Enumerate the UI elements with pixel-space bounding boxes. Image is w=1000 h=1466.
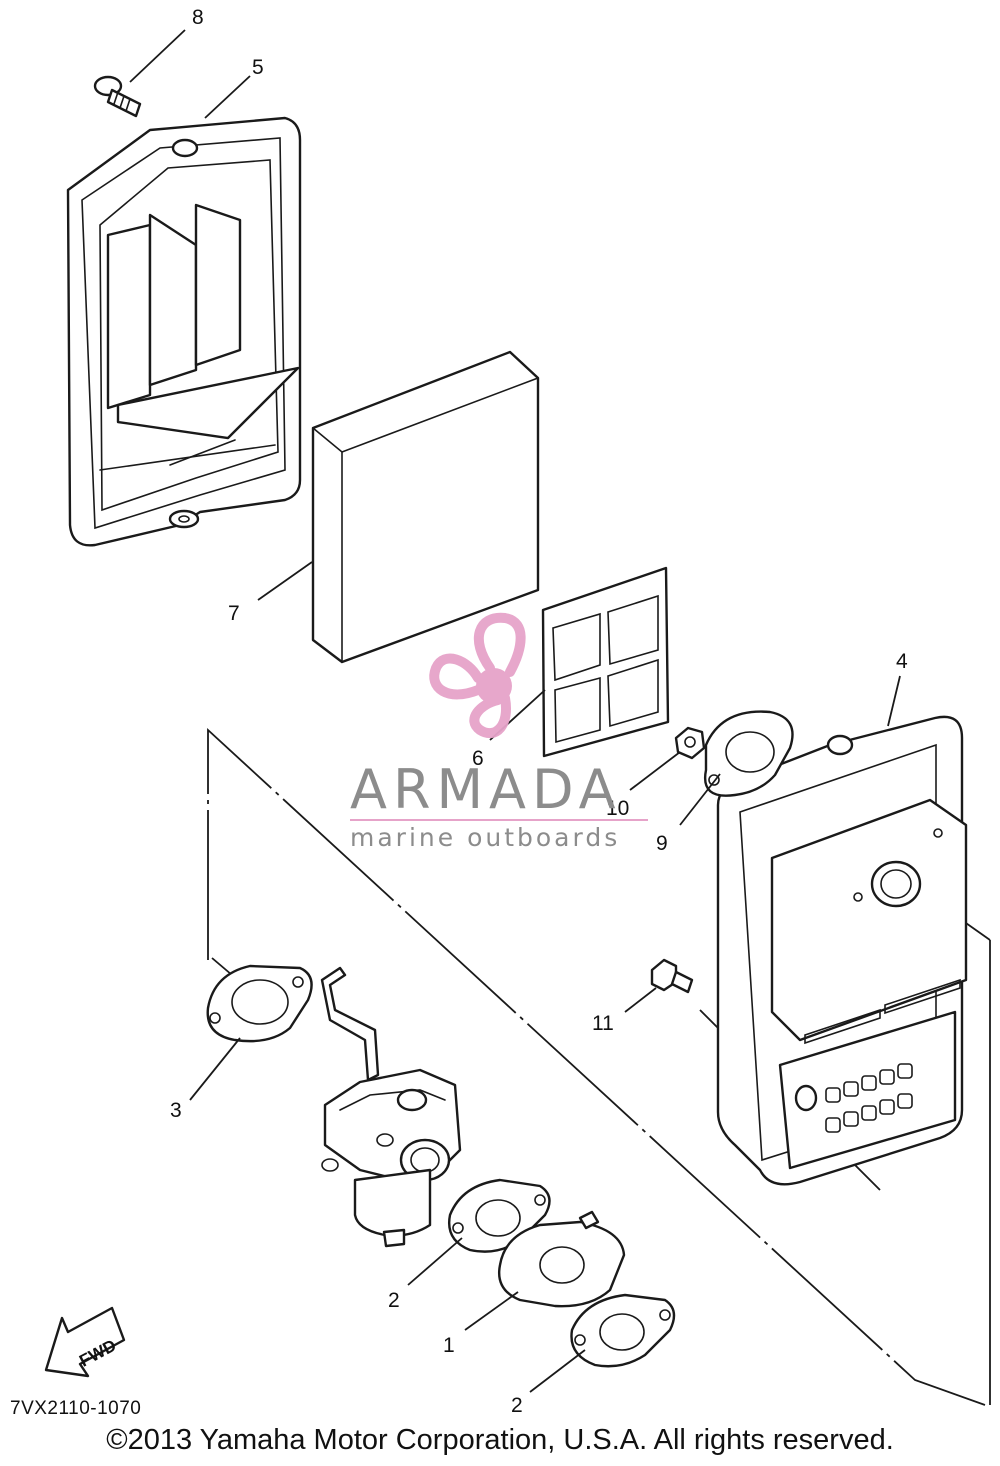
callout-8: 8 bbox=[192, 6, 204, 29]
air-cleaner-case[interactable] bbox=[716, 715, 968, 1186]
callout-2-lower: 2 bbox=[511, 1394, 523, 1417]
watermark-tagline: marine outboards bbox=[350, 823, 620, 852]
case-gasket[interactable] bbox=[703, 710, 794, 797]
insulator-gasket-lower[interactable] bbox=[570, 1293, 676, 1368]
bolt[interactable] bbox=[650, 958, 694, 994]
diagram-code: 7VX2110-1070 bbox=[10, 1398, 142, 1419]
nut[interactable] bbox=[674, 726, 706, 760]
callout-1: 1 bbox=[443, 1334, 455, 1357]
callout-10: 10 bbox=[606, 797, 629, 820]
armada-watermark: ARMADA marine outboards bbox=[350, 612, 648, 852]
copyright-notice: ©2013 Yamaha Motor Corporation, U.S.A. A… bbox=[106, 1424, 894, 1456]
carburetor-joint[interactable] bbox=[498, 1210, 626, 1308]
screw[interactable] bbox=[93, 75, 142, 118]
callout-2-upper: 2 bbox=[388, 1289, 400, 1312]
carburetor[interactable] bbox=[320, 966, 462, 1248]
propeller-logo-icon bbox=[429, 612, 526, 739]
air-cleaner-cover[interactable] bbox=[66, 116, 302, 547]
carburetor-gasket-upper[interactable] bbox=[206, 964, 313, 1043]
callout-7: 7 bbox=[228, 602, 240, 625]
callout-5: 5 bbox=[252, 56, 264, 79]
callout-11: 11 bbox=[592, 1012, 614, 1035]
callout-6: 6 bbox=[472, 747, 484, 770]
air-cleaner-element[interactable] bbox=[311, 350, 540, 664]
callout-9: 9 bbox=[656, 832, 668, 855]
callouts: 8 5 7 6 4 10 9 11 3 2 1 2 bbox=[170, 6, 908, 1417]
watermark-brand: ARMADA bbox=[350, 758, 622, 821]
callout-4: 4 bbox=[896, 650, 908, 673]
fwd-arrow: FWD bbox=[44, 1306, 126, 1378]
element-gasket[interactable] bbox=[541, 566, 670, 758]
callout-3: 3 bbox=[170, 1099, 182, 1122]
